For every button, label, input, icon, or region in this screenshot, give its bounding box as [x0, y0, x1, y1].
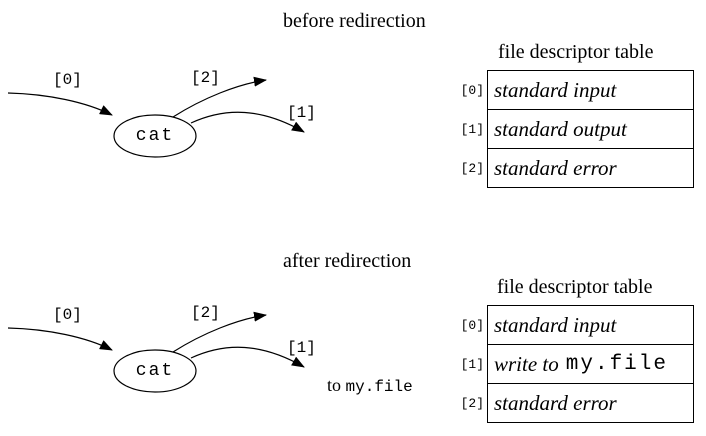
fd-cell: standard error [487, 148, 694, 188]
process-name: cat [135, 361, 175, 381]
process-ellipse [113, 349, 197, 393]
fd-cell-text: write to [494, 351, 559, 376]
table-row: [1] standard output [458, 109, 694, 149]
after-fd-table: [0] standard input [1] write to my.file … [458, 305, 694, 423]
fd-cell: standard input [487, 305, 694, 345]
fd-index-label: [0] [460, 82, 484, 98]
fd-cell-text: standard output [494, 116, 627, 141]
annotation-filename: my.file [345, 378, 413, 396]
process-ellipse [113, 114, 197, 158]
table-row: [0] standard input [458, 305, 694, 345]
stderr-arrow [172, 76, 267, 118]
fd0-arrow-label: [0] [53, 71, 82, 89]
fd-index-label: [1] [460, 356, 484, 372]
before-table-heading: file descriptor table [498, 41, 654, 63]
stdin-arrow [7, 92, 113, 116]
fd-index-label: [0] [460, 317, 484, 333]
stdout-arrow [190, 111, 305, 133]
before-fd-table: [0] standard input [1] standard output [… [458, 70, 694, 188]
stdin-arrow [7, 327, 113, 351]
table-row: [0] standard input [458, 70, 694, 110]
stdout-arrow [190, 346, 305, 368]
before-section-title: before redirection [283, 10, 426, 32]
fd-cell: write to my.file [487, 344, 694, 384]
fd-index-label: [2] [460, 395, 484, 411]
table-row: [1] write to my.file [458, 344, 694, 384]
fd1-arrow-label: [1] [287, 339, 316, 357]
fd-cell-text: standard error [494, 390, 617, 415]
after-diagram-canvas [7, 311, 305, 393]
process-name: cat [135, 126, 175, 146]
after-process-diagram: [0] [2] [1] cat [0, 295, 340, 415]
after-table-heading: file descriptor table [497, 276, 653, 298]
after-section-title: after redirection [283, 250, 412, 272]
fd-index-label: [1] [460, 121, 484, 137]
before-process-diagram: [0] [2] [1] cat [0, 60, 340, 180]
fd-cell-text: standard error [494, 155, 617, 180]
fd-cell: standard output [487, 109, 694, 149]
stderr-arrow [172, 311, 267, 353]
fd-cell-mono-text: my.file [565, 352, 668, 376]
fd-cell-text: standard input [494, 77, 617, 102]
fd1-arrow-label: [1] [287, 104, 316, 122]
table-row: [2] standard error [458, 383, 694, 423]
fd-cell-text: standard input [494, 312, 617, 337]
fd-cell: standard error [487, 383, 694, 423]
fd-index-label: [2] [460, 160, 484, 176]
fd2-arrow-label: [2] [191, 304, 220, 322]
fd0-arrow-label: [0] [53, 306, 82, 324]
fd-cell: standard input [487, 70, 694, 110]
redirect-target-annotation: to my.file [327, 375, 413, 396]
fd2-arrow-label: [2] [191, 69, 220, 87]
before-diagram-canvas [7, 76, 305, 158]
annotation-prefix: to [327, 375, 342, 395]
table-row: [2] standard error [458, 148, 694, 188]
